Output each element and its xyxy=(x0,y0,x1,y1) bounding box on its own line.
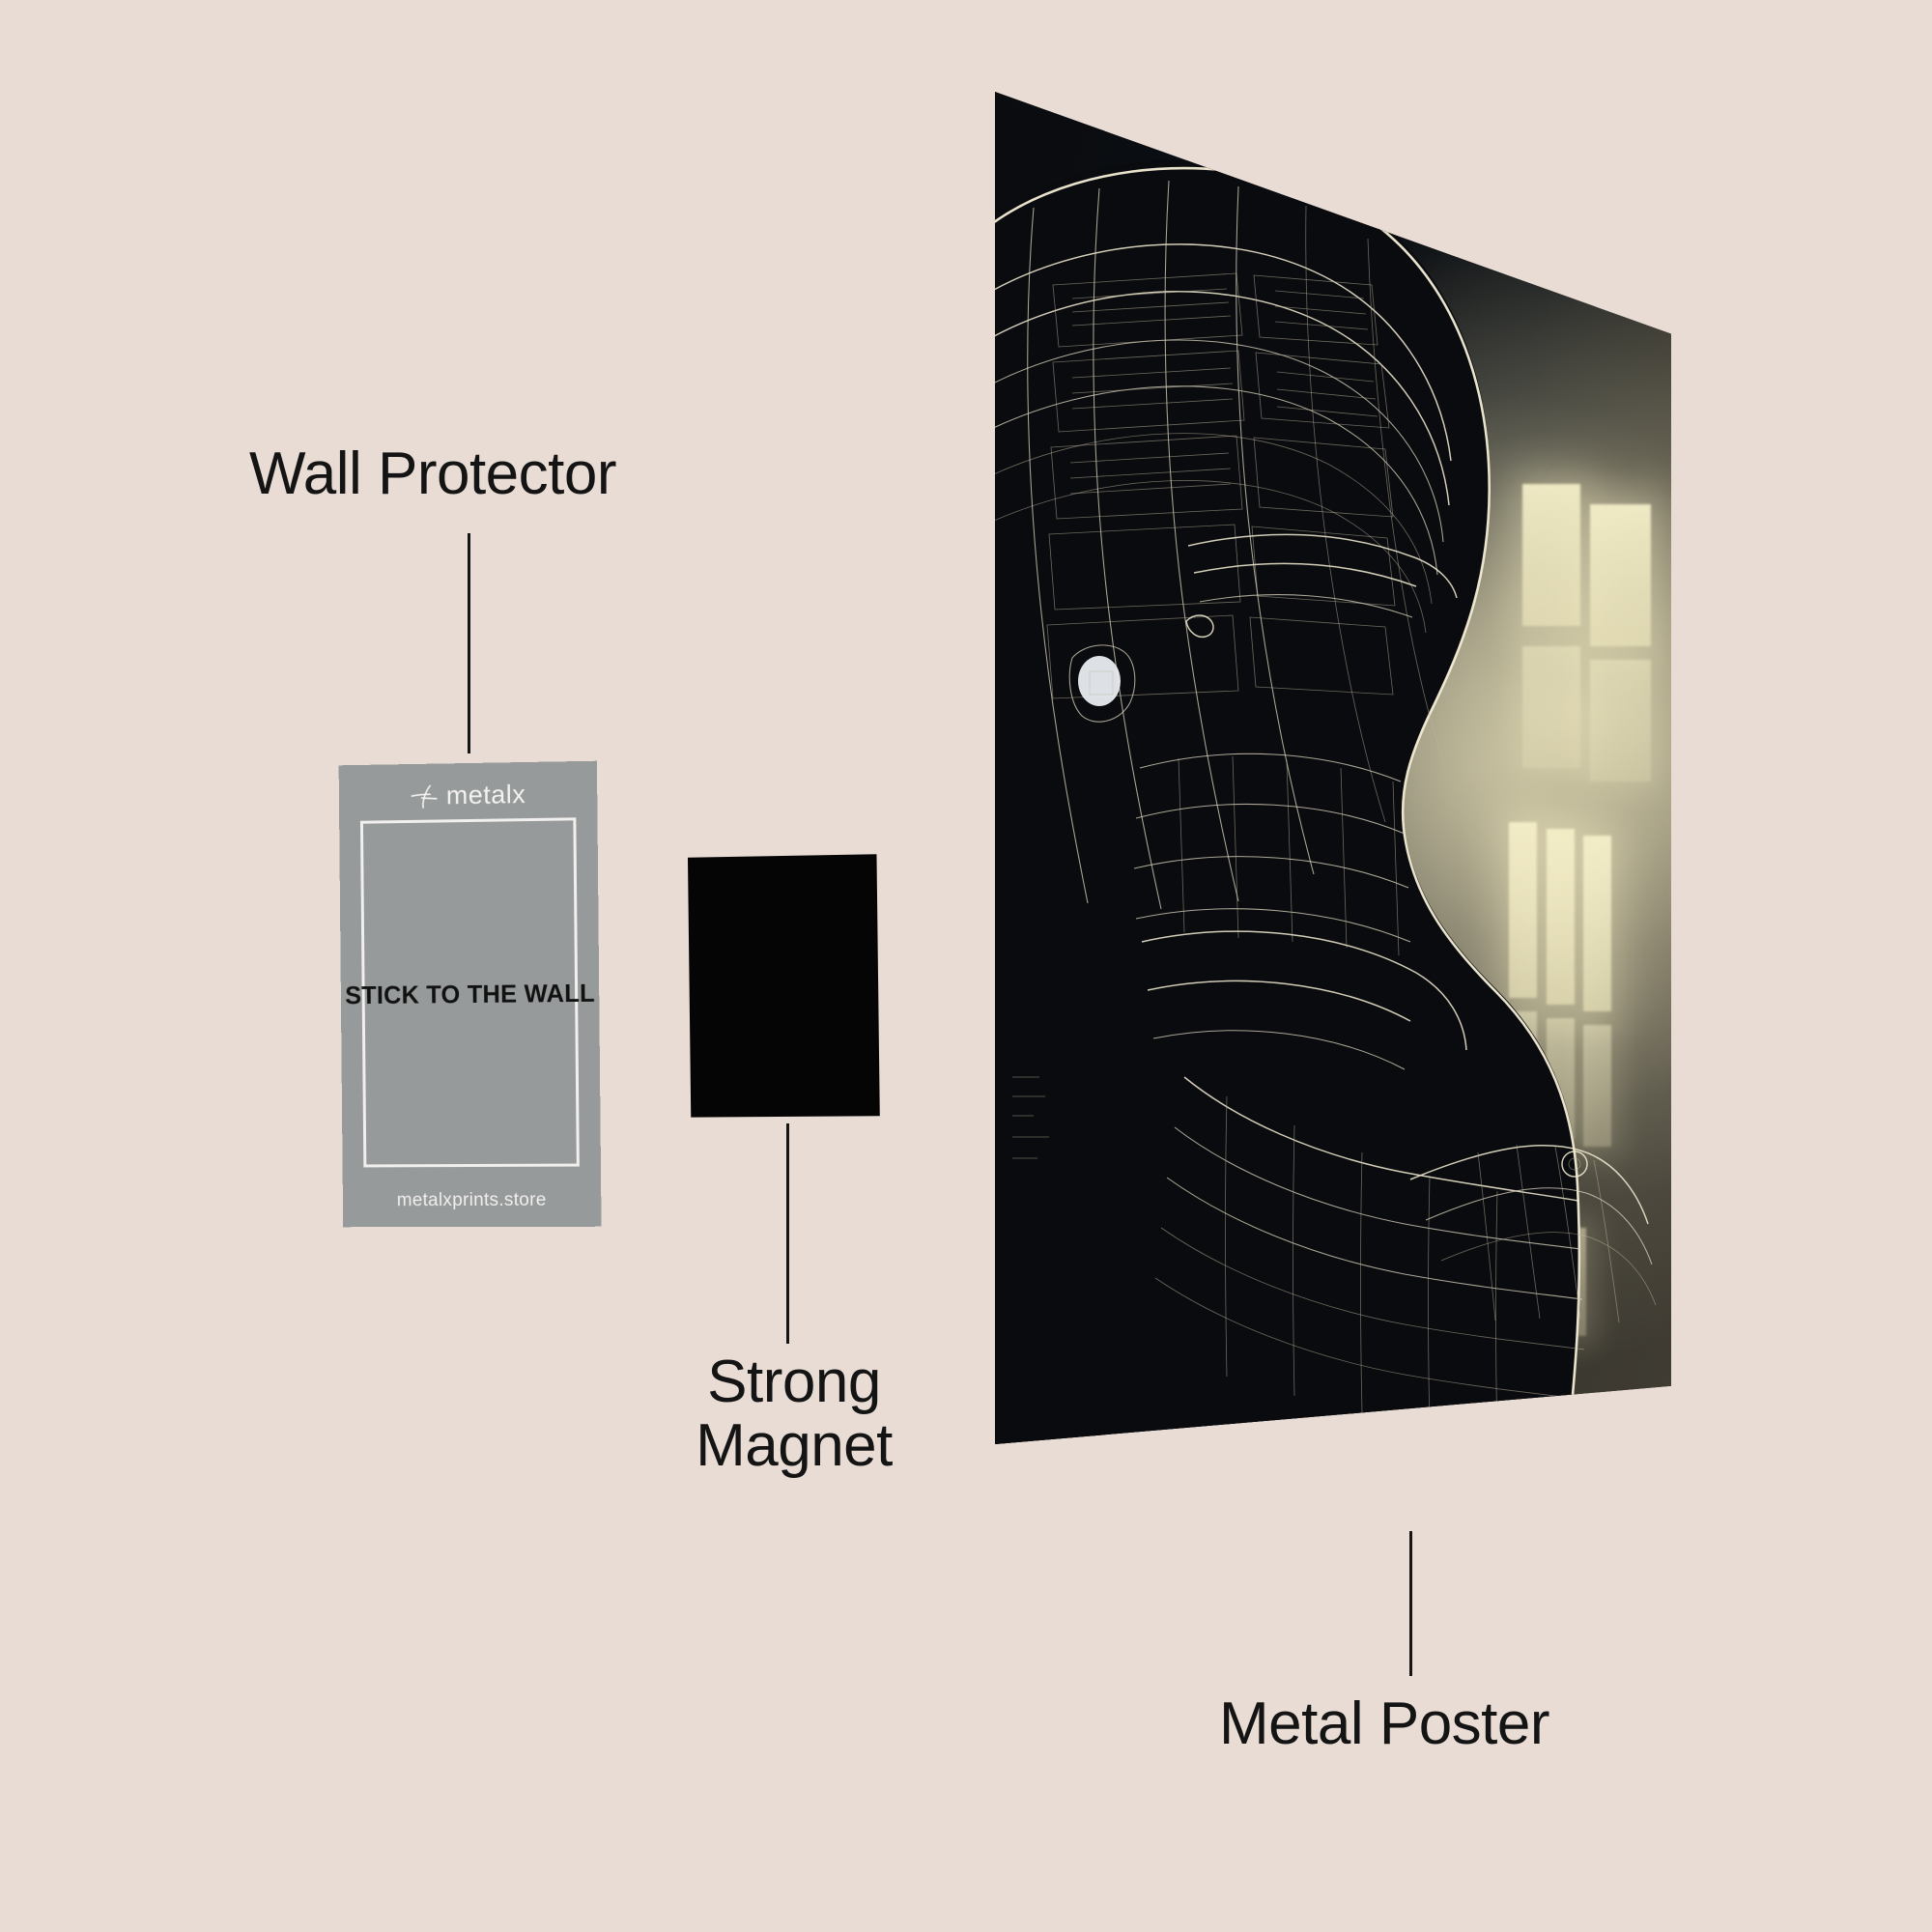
window-pane-glow xyxy=(1583,836,1612,1011)
wall-protector-leader-line xyxy=(468,533,470,753)
window-pane-glow xyxy=(1522,646,1580,768)
window-pane-glow xyxy=(1583,1025,1612,1147)
wall-protector-label: Wall Protector xyxy=(249,440,617,507)
strong-magnet-label: Strong Magnet xyxy=(696,1349,893,1479)
metal-poster-leader-line xyxy=(1409,1531,1412,1676)
window-pane-glow xyxy=(1590,504,1651,646)
metal-poster-artwork xyxy=(995,92,1671,1444)
strong-magnet-square xyxy=(687,854,880,1118)
metal-poster-label: Metal Poster xyxy=(1219,1690,1550,1757)
wall-protector-card: metalx STICK TO THE WALL metalxprints.st… xyxy=(338,760,602,1228)
window-pane-glow xyxy=(1590,660,1651,781)
window-pane-glow xyxy=(1546,829,1575,1005)
stick-to-the-wall-headline: STICK TO THE WALL xyxy=(345,980,596,1009)
window-pane-glow xyxy=(1509,822,1538,998)
strong-magnet-leader-line xyxy=(786,1123,789,1344)
store-url-text: metalxprints.store xyxy=(396,1189,547,1211)
window-pane-glow xyxy=(1522,484,1580,626)
wireframe-head-illustration xyxy=(995,159,1657,1444)
